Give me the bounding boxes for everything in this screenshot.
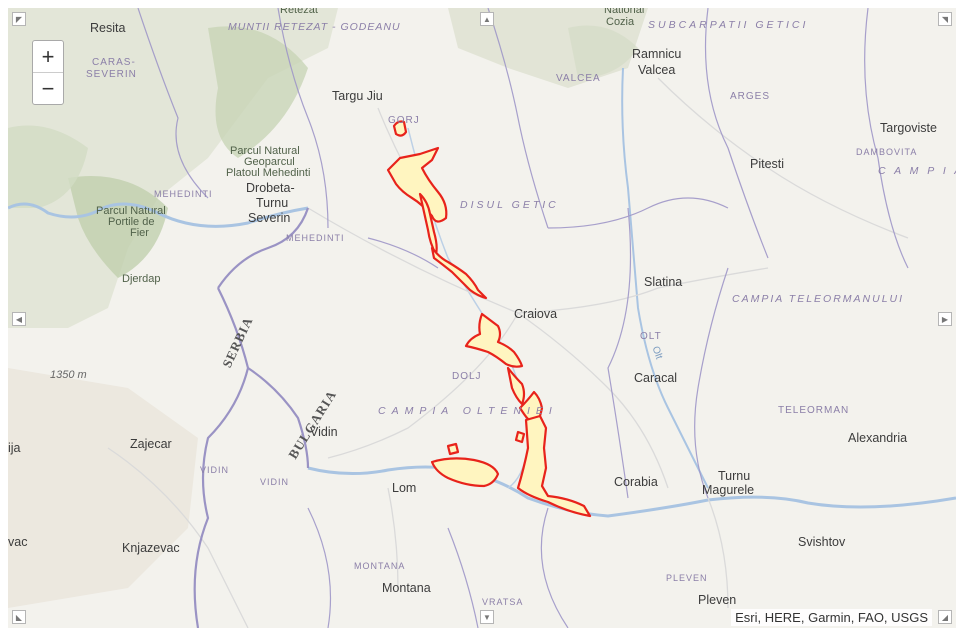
city-label-ramnicu: Ramnicu: [632, 47, 682, 61]
park-label-geoparcul-2: Geoparcul: [244, 156, 295, 168]
pan-arrow-icon: ▶: [941, 314, 949, 324]
park-label-cozia: Cozia: [606, 16, 635, 28]
city-label-vidin: Vidin: [310, 425, 338, 439]
region-label-severin: SEVERIN: [86, 69, 137, 80]
region-label-valcea: VALCEA: [556, 73, 601, 84]
city-label-vac: vac: [8, 535, 28, 549]
region-label-subcarpatii: SUBCARPATII GETICI: [648, 19, 809, 31]
pan-corner-icon: ◢: [941, 612, 949, 622]
basemap: [8, 8, 956, 628]
city-label-drobeta-2: Turnu: [256, 196, 289, 210]
pan-northwest-button[interactable]: ◤: [12, 12, 26, 26]
zoom-in-button[interactable]: +: [41, 43, 55, 69]
city-label-craiova: Craiova: [514, 307, 558, 321]
region-label-vidin-2: VIDIN: [260, 477, 290, 487]
region-label-dolj: DOLJ: [452, 371, 482, 382]
region-label-muntii: MUNTII RETEZAT - GODEANU: [228, 21, 401, 33]
park-label-retezat: Retezat: [280, 8, 318, 16]
region-label-teleorman: TELEORMAN: [778, 405, 850, 416]
city-label-montana: Montana: [382, 581, 431, 595]
region-label-podisul: DISUL GETIC: [460, 199, 559, 211]
city-label-drobeta-3: Severin: [248, 211, 291, 225]
pan-south-button[interactable]: ▼: [480, 610, 494, 624]
pan-east-button[interactable]: ▶: [938, 312, 952, 326]
city-label-lom: Lom: [392, 481, 417, 495]
pan-west-button[interactable]: ◀: [12, 312, 26, 326]
pan-arrow-icon: ◀: [15, 314, 23, 324]
city-label-targu-jiu: Targu Jiu: [332, 89, 383, 103]
elevation-label: 1350 m: [50, 369, 87, 381]
region-label-gorj: GORJ: [388, 115, 420, 126]
city-label-caracal: Caracal: [634, 371, 678, 385]
pan-corner-icon: ◤: [15, 14, 23, 24]
city-label-pitesti: Pitesti: [750, 157, 785, 171]
zoom-control: + −: [32, 40, 64, 105]
pan-northeast-button[interactable]: ◥: [938, 12, 952, 26]
region-label-caras: CARAS-: [92, 57, 136, 68]
region-label-campia-olteniei: CAMPIA OLTENIEI: [378, 405, 558, 417]
pan-arrow-icon: ▲: [483, 14, 491, 24]
park-label-geoparcul-1: Parcul Natural: [230, 145, 300, 157]
region-label-mehedinti-a: MEHEDINTI: [154, 189, 213, 199]
region-label-mehedinti-b: MEHEDINTI: [286, 233, 345, 243]
park-label-portile-2: Portile de: [108, 216, 155, 228]
region-label-arges: ARGES: [730, 91, 771, 102]
region-label-vratsa: VRATSA: [482, 597, 524, 607]
pan-corner-icon: ◥: [941, 14, 949, 24]
park-label-geoparcul-3: Platoul Mehedinti: [226, 167, 311, 179]
park-label-djerdap: Djerdap: [122, 273, 161, 285]
city-label-ija: ija: [8, 441, 21, 455]
park-label-portile-3: Fier: [130, 227, 149, 239]
city-label-slatina: Slatina: [644, 275, 683, 289]
region-label-vidin-1: VIDIN: [200, 465, 230, 475]
city-label-pleven: Pleven: [698, 593, 737, 607]
city-label-drobeta-1: Drobeta-: [246, 181, 295, 195]
map-view[interactable]: Resita CARAS- SEVERIN MUNTII RETEZAT - G…: [8, 8, 956, 628]
pan-southeast-button[interactable]: ◢: [938, 610, 952, 624]
region-label-campia-teleorman: CAMPIA TELEORMANULUI: [732, 293, 905, 305]
zoom-out-button[interactable]: −: [33, 72, 63, 104]
city-label-magurele: Magurele: [702, 483, 755, 497]
region-label-pleven: PLEVEN: [666, 573, 708, 583]
city-label-targoviste: Targoviste: [880, 121, 937, 135]
city-label-turnu: Turnu: [718, 469, 751, 483]
pan-arrow-icon: ▼: [483, 612, 491, 622]
region-label-montana: MONTANA: [354, 561, 406, 571]
region-label-campia-right: C A M P I A: [878, 165, 956, 177]
city-label-alexandria: Alexandria: [848, 431, 908, 445]
pan-corner-icon: ◣: [15, 612, 23, 622]
city-label-valcea: Valcea: [638, 63, 676, 77]
city-label-zajecar: Zajecar: [130, 437, 172, 451]
city-label-svishtov: Svishtov: [798, 535, 846, 549]
city-label-corabia: Corabia: [614, 475, 658, 489]
region-label-dambovita: DAMBOVITA: [856, 147, 918, 157]
park-label-national: National: [604, 8, 645, 16]
park-label-portile-1: Parcul Natural: [96, 205, 166, 217]
pan-north-button[interactable]: ▲: [480, 12, 494, 26]
pan-southwest-button[interactable]: ◣: [12, 610, 26, 624]
city-label-knjazevac: Knjazevac: [122, 541, 180, 555]
region-label-olt: OLT: [640, 331, 662, 342]
city-label-resita: Resita: [90, 21, 126, 35]
map-attribution: Esri, HERE, Garmin, FAO, USGS: [731, 609, 932, 626]
